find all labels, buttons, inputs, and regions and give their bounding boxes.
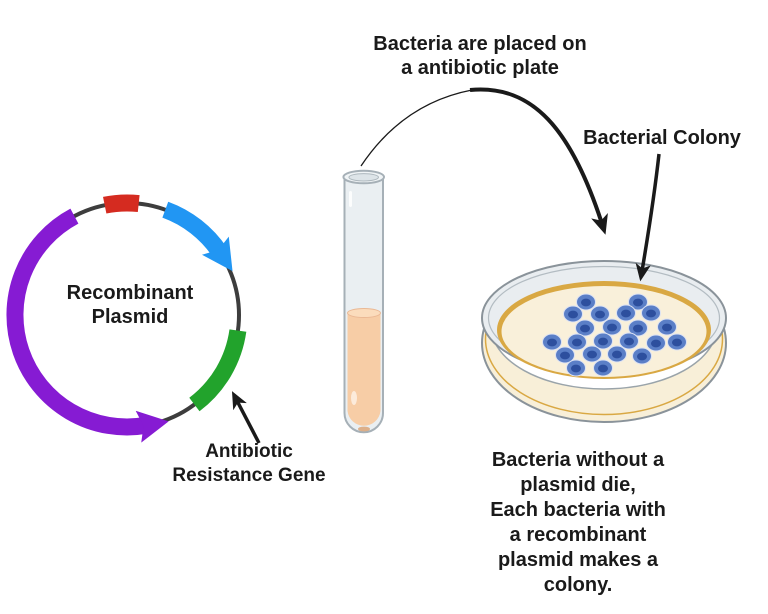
plasmid-red-insert-segment: [103, 194, 140, 214]
recombinant-plasmid-diagram: [6, 194, 247, 443]
bacterial-colony-center: [581, 298, 591, 307]
bacterial-colony-center: [633, 324, 643, 333]
plasmid-green-resistance-gene-segment: [189, 329, 247, 412]
bacterial-colony-center: [580, 324, 590, 333]
bacterial-colony-center: [598, 337, 608, 346]
test-tube-liquid-surface: [347, 308, 381, 318]
bottom-caption: Bacteria without a plasmid die, Each bac…: [490, 449, 666, 596]
test-tube-glass-highlight: [349, 191, 352, 207]
bacterial-colony-center: [568, 310, 578, 319]
bacterial-colony-center: [672, 338, 682, 347]
bacterial-colony-pointer-arrow: [635, 153, 661, 282]
bacterial-colony-center: [560, 351, 570, 360]
test-tube-bottom-shading: [358, 426, 370, 432]
tube-to-plate-arrow-thin: [360, 89, 473, 167]
bacterial-colony-center: [651, 339, 661, 348]
test-tube-liquid: [347, 313, 381, 426]
bacterial-colony-center: [571, 364, 581, 373]
antibiotic-resistance-gene-label: Antibiotic Resistance Gene: [172, 441, 326, 486]
resistance-gene-pointer-arrow: [231, 391, 261, 444]
bacterial-colony-center: [598, 364, 608, 373]
colonies: [542, 293, 687, 377]
plasmid-blue-gene-arc: [162, 201, 233, 272]
bacterial-colony-center: [662, 323, 672, 332]
bacterial-colony-center: [595, 310, 605, 319]
petri-dish: [481, 260, 727, 423]
bacterial-colony-center: [607, 323, 617, 332]
tube-to-plate-arrow: [469, 87, 608, 235]
test-tube-rim-inner: [348, 173, 380, 182]
test-tube-liquid-highlight: [351, 391, 357, 405]
bacterial-colony-center: [547, 338, 557, 347]
bacterial-colony-center: [587, 350, 597, 359]
bacterial-colony-center: [633, 298, 643, 307]
top-caption: Bacteria are placed on a antibiotic plat…: [373, 33, 587, 79]
bacterial-colony-center: [572, 338, 582, 347]
bacterial-colony-center: [637, 352, 647, 361]
test-tube: [342, 169, 386, 434]
bacterial-colony-center: [612, 350, 622, 359]
bacterial-colony-center: [621, 309, 631, 318]
bacterial-colony-center: [646, 309, 656, 318]
bacterial-colony-center: [624, 337, 634, 346]
plasmid-purple-gene-arc: [6, 208, 169, 443]
recombinant-plasmid-label: Recombinant Plasmid: [66, 282, 194, 328]
bacterial-colony-label: Bacterial Colony: [583, 127, 741, 149]
annotation-arrows: [231, 87, 661, 444]
